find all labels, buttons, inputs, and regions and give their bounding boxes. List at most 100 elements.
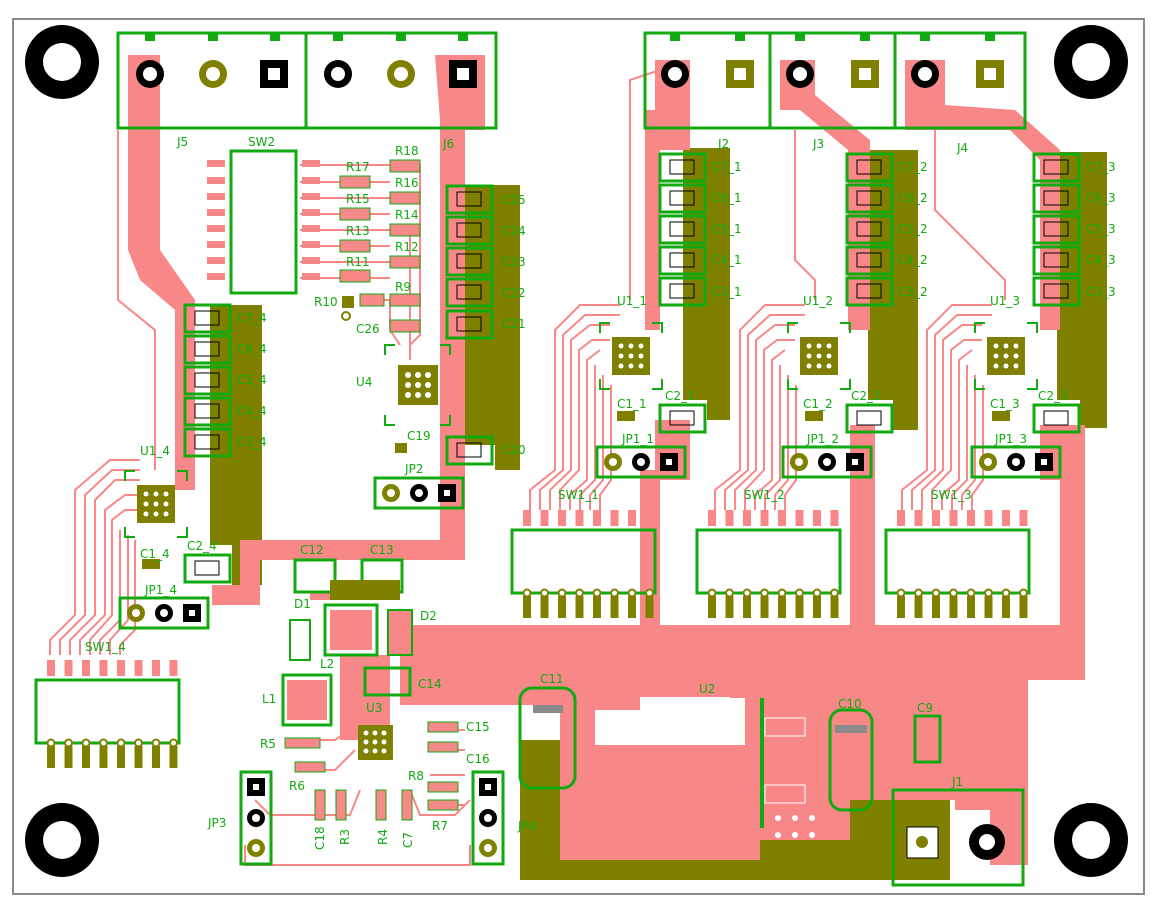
capacitor-c1 — [992, 411, 1010, 421]
label-sw1-4: SW1_4 — [85, 640, 126, 654]
capacitor-c1 — [805, 411, 823, 421]
label-c3-1: C3_1 — [712, 285, 742, 299]
label-l1: L1 — [262, 692, 276, 706]
label-u1-2: U1_2 — [803, 294, 833, 308]
label-r14: R14 — [395, 208, 419, 222]
channel-block — [595, 152, 707, 479]
mounting-holes — [25, 25, 1128, 877]
channel-block — [970, 152, 1081, 479]
label-jp1-3: JP1_3 — [994, 432, 1027, 446]
label-r5: R5 — [260, 737, 276, 751]
label-c19: C19 — [407, 429, 431, 443]
connector-j5-j6 — [116, 31, 498, 130]
label-c2-4: C2_4 — [187, 539, 217, 553]
label-u2: U2 — [699, 682, 715, 696]
capacitor — [658, 183, 707, 214]
label-c6-3: C6_3 — [1086, 191, 1116, 205]
label-c21: C21 — [502, 317, 526, 331]
label-c7-4: C7_4 — [237, 311, 267, 325]
label-sw1-1: SW1_1 — [558, 488, 599, 502]
label-r15: R15 — [346, 192, 370, 206]
label-c4-4: C4_4 — [237, 404, 267, 418]
label-j5: J5 — [176, 135, 188, 149]
label-c20: C20 — [502, 443, 526, 457]
label-c2-3: C2_3 — [1038, 389, 1068, 403]
capacitor-c2 — [658, 403, 707, 434]
label-l2: L2 — [320, 657, 334, 671]
label-c10: C10 — [838, 697, 862, 711]
label-jp1-2: JP1_2 — [806, 432, 839, 446]
label-c6-2: C6_2 — [898, 191, 928, 205]
sw2-and-resistors — [207, 149, 421, 333]
label-u1-4: U1_4 — [140, 444, 170, 458]
silkscreen-labels: J5 SW2 J6 J2 J3 J4 J1 R18 R17 R16 R15 R1… — [85, 135, 1116, 850]
label-c9: C9 — [917, 701, 933, 715]
label-u4: U4 — [356, 375, 372, 389]
label-c7-2: C7_2 — [898, 160, 928, 174]
label-u1-1: U1_1 — [617, 294, 647, 308]
channel-block — [781, 152, 894, 479]
label-j1: J1 — [951, 775, 963, 789]
label-c3-4: C3_4 — [237, 435, 267, 449]
capacitor — [183, 334, 232, 365]
label-j3: J3 — [812, 137, 824, 151]
label-r18: R18 — [395, 144, 419, 158]
label-jp4: JP4 — [517, 819, 536, 833]
capacitor — [183, 365, 232, 396]
jumper-jp1 — [595, 445, 687, 479]
chip-u4 — [384, 344, 451, 453]
switch-pins — [896, 510, 1028, 618]
label-c13: C13 — [370, 543, 394, 557]
capacitor — [845, 152, 894, 183]
label-sw2: SW2 — [248, 135, 275, 149]
label-j4: J4 — [956, 141, 968, 155]
capacitor — [658, 245, 707, 276]
label-c1-2: C1_2 — [803, 397, 833, 411]
label-jp1-1: JP1_1 — [621, 432, 654, 446]
jumper-jp1 — [781, 445, 873, 479]
capacitor-c2 — [183, 553, 232, 584]
label-c16: C16 — [466, 752, 490, 766]
label-c24: C24 — [502, 224, 526, 238]
capacitor — [845, 214, 894, 245]
label-c7-3: C7_3 — [1086, 160, 1116, 174]
capacitor — [658, 276, 707, 307]
label-r12: R12 — [395, 240, 419, 254]
label-d2: D2 — [420, 609, 437, 623]
label-r11: R11 — [346, 255, 370, 269]
label-r10: R10 — [314, 295, 338, 309]
power-section — [281, 558, 1025, 887]
capacitor-c2 — [845, 403, 894, 434]
jumper-jp1 — [970, 445, 1062, 479]
switch-pins — [707, 510, 839, 618]
capacitor-c1 — [142, 559, 160, 569]
label-j6: J6 — [442, 137, 454, 151]
label-c22: C22 — [502, 286, 526, 300]
jumper-jp1 — [118, 596, 210, 630]
label-c1-1: C1_1 — [617, 397, 647, 411]
u3-passives — [284, 721, 459, 821]
capacitor — [183, 396, 232, 427]
label-c7-1: C7_1 — [712, 160, 742, 174]
label-r17: R17 — [346, 160, 370, 174]
capacitor — [1032, 276, 1081, 307]
label-sw1-2: SW1_2 — [744, 488, 785, 502]
label-c11: C11 — [540, 672, 564, 686]
label-c3-3: C3_3 — [1086, 285, 1116, 299]
label-c3-2: C3_2 — [898, 285, 928, 299]
label-r9: R9 — [395, 280, 411, 294]
label-c26: C26 — [356, 322, 380, 336]
capacitor — [845, 276, 894, 307]
label-c5-1: C5_1 — [712, 222, 742, 236]
label-c5-4: C5_4 — [237, 373, 267, 387]
label-c1-4: C1_4 — [140, 547, 170, 561]
label-c18: C18 — [313, 826, 327, 850]
capacitor — [183, 303, 232, 334]
switch-pins — [522, 510, 654, 618]
label-jp2: JP2 — [404, 462, 423, 476]
capacitor — [1032, 183, 1081, 214]
label-c6-4: C6_4 — [237, 342, 267, 356]
capacitor — [658, 214, 707, 245]
label-c14: C14 — [418, 677, 442, 691]
